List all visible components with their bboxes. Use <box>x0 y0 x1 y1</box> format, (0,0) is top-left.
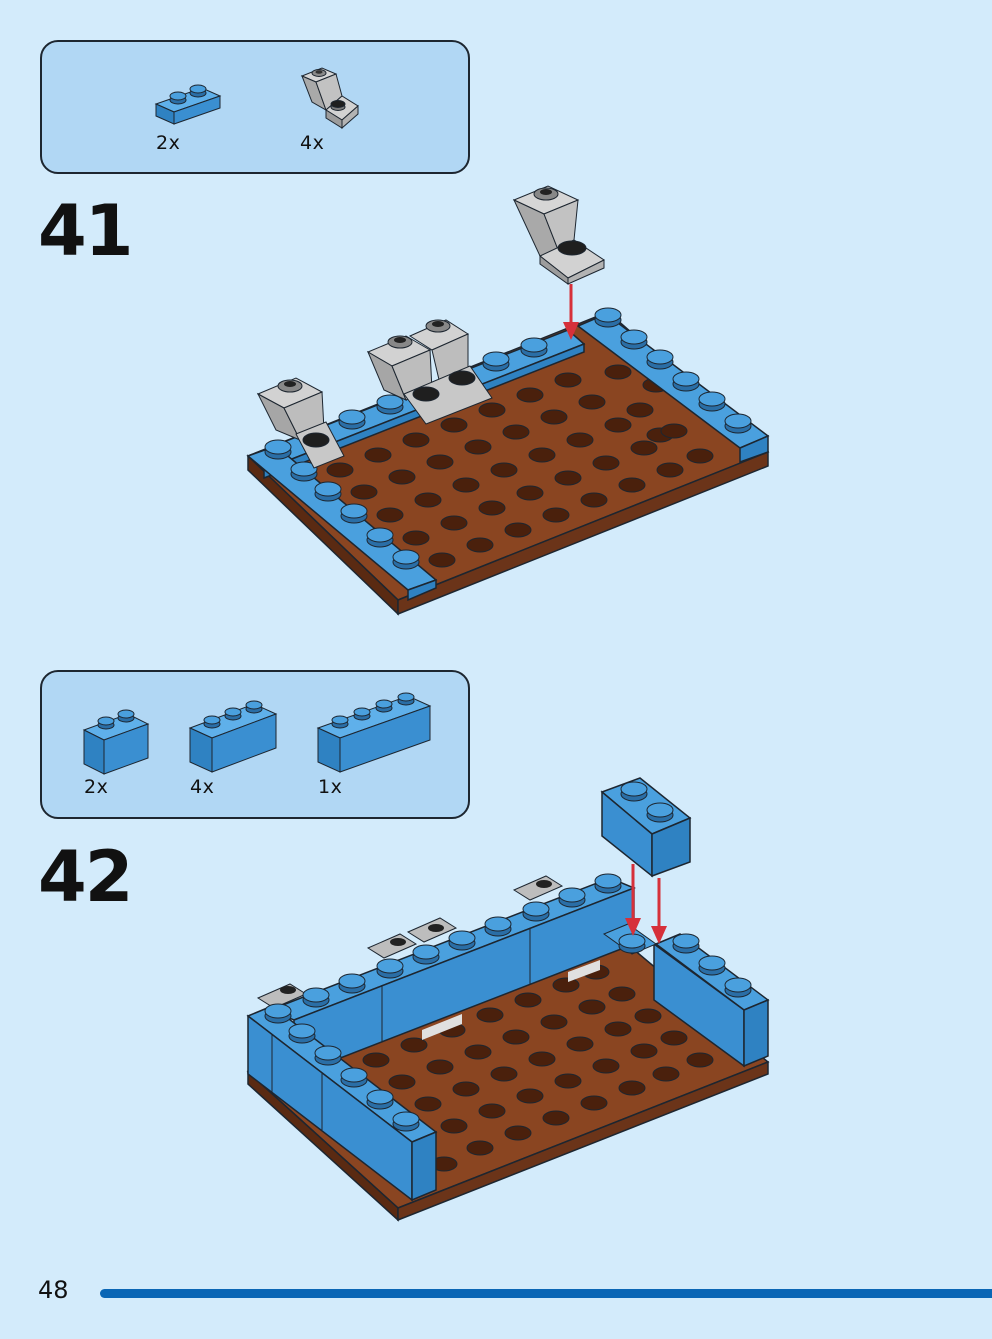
part-quantity: 2x <box>84 776 109 798</box>
falling-blue-brick <box>600 777 692 878</box>
step-41-build-illustration <box>246 185 770 616</box>
parts-callout-step-41: 2x 4x <box>40 40 470 174</box>
blue-brick-1x4-icon <box>316 692 432 773</box>
placement-arrows <box>625 864 667 944</box>
blue-brick-1x3-icon <box>188 700 278 773</box>
placement-arrow <box>563 284 579 340</box>
blue-plate-1x2-icon <box>154 84 222 125</box>
falling-gray-slope <box>512 185 605 285</box>
part-quantity: 4x <box>190 776 215 798</box>
step-number: 41 <box>38 190 133 272</box>
blue-brick-1x2-icon <box>82 709 150 775</box>
gray-inverted-slope-icon <box>300 67 359 130</box>
part-quantity: 4x <box>300 132 325 154</box>
part-quantity: 1x <box>318 776 343 798</box>
placed-gray-slopes <box>256 319 493 469</box>
step-42-build-illustration <box>246 777 770 1222</box>
step-number: 42 <box>38 836 133 918</box>
plate-studs <box>326 364 714 568</box>
page-footer-bar <box>100 1289 992 1298</box>
parts-callout-step-42: 2x 4x 1x <box>40 670 470 819</box>
part-quantity: 2x <box>156 132 181 154</box>
page-number: 48 <box>38 1276 69 1304</box>
